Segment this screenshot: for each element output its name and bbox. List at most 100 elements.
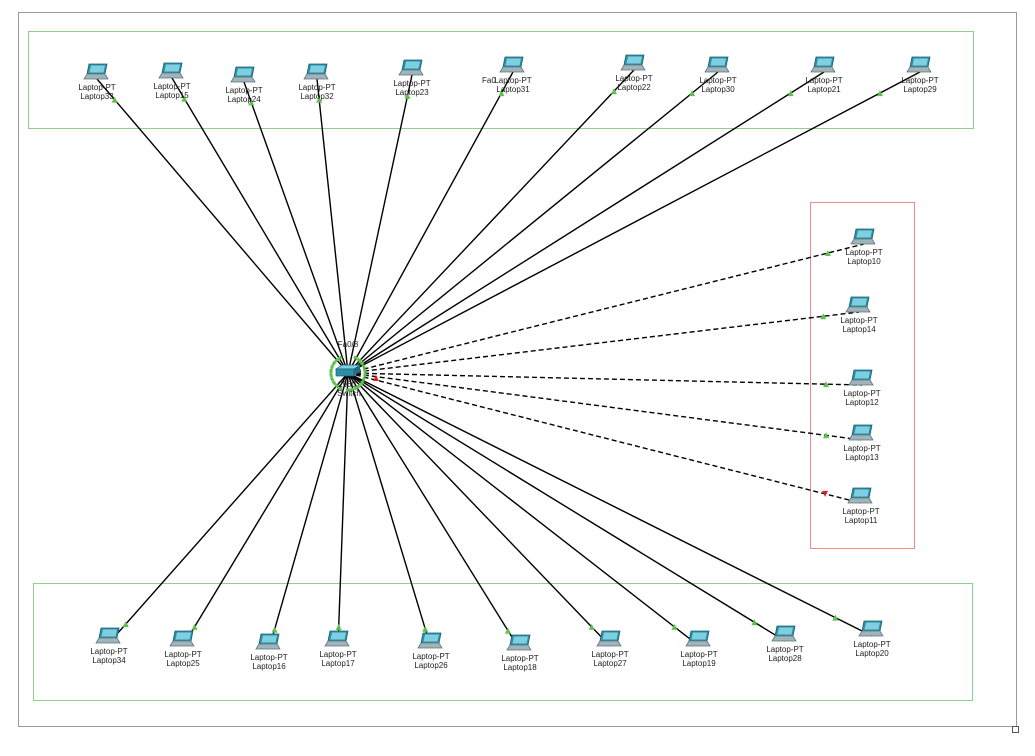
resize-handle[interactable] bbox=[1012, 726, 1019, 733]
device-laptop27[interactable] bbox=[596, 630, 622, 647]
device-laptop20[interactable] bbox=[858, 620, 884, 637]
link-status-laptop22 bbox=[610, 88, 617, 95]
link-laptop15[interactable] bbox=[171, 77, 349, 374]
device-laptop15[interactable] bbox=[158, 62, 184, 79]
switch-port-status bbox=[334, 383, 340, 389]
device-laptop10[interactable] bbox=[850, 228, 876, 245]
link-laptop13[interactable] bbox=[347, 372, 863, 441]
nodes-layer: Laptop-PTLaptop33Laptop-PTLaptop15Laptop… bbox=[78, 54, 939, 672]
device-laptop23[interactable] bbox=[398, 59, 424, 76]
link-laptop26[interactable] bbox=[347, 372, 432, 649]
link-laptop32[interactable] bbox=[316, 78, 349, 374]
link-status-laptop29 bbox=[876, 90, 883, 97]
switch-icon bbox=[334, 364, 362, 377]
device-type-label: Laptop-PT bbox=[843, 389, 880, 398]
link-laptop30[interactable] bbox=[347, 71, 719, 374]
switch-port-status bbox=[329, 376, 335, 382]
device-type-label: Laptop-PT bbox=[615, 74, 652, 83]
link-status-laptop33 bbox=[111, 96, 118, 103]
wireless-laptop-area[interactable] bbox=[810, 202, 915, 549]
link-status-laptop28 bbox=[751, 619, 758, 626]
link-laptop25[interactable] bbox=[182, 372, 349, 647]
device-laptop16[interactable] bbox=[255, 633, 281, 650]
link-status-laptop31 bbox=[498, 90, 505, 97]
laptop-icon bbox=[417, 632, 443, 649]
device-laptop30[interactable] bbox=[704, 56, 730, 73]
laptop-icon bbox=[685, 630, 711, 647]
switch-port-status bbox=[331, 380, 337, 386]
device-laptop29[interactable] bbox=[906, 56, 932, 73]
device-type-label: Laptop-PT bbox=[843, 444, 880, 453]
link-laptop22[interactable] bbox=[347, 69, 635, 374]
device-name-label: Laptop26 bbox=[414, 661, 448, 670]
device-name-label: Laptop15 bbox=[155, 91, 189, 100]
switch-port-status bbox=[361, 364, 367, 370]
link-laptop10[interactable] bbox=[347, 243, 865, 374]
device-laptop19[interactable] bbox=[685, 630, 711, 647]
link-laptop34[interactable] bbox=[108, 372, 349, 644]
port-label: Fa0 bbox=[482, 76, 496, 85]
link-laptop23[interactable] bbox=[347, 74, 413, 374]
device-type-label: Laptop-PT bbox=[680, 650, 717, 659]
device-name-label: Laptop28 bbox=[768, 654, 802, 663]
canvas-border bbox=[18, 12, 1017, 727]
device-laptop21[interactable] bbox=[810, 56, 836, 73]
switch-port-status bbox=[359, 360, 365, 366]
device-laptop13[interactable] bbox=[848, 424, 874, 441]
device-laptop12[interactable] bbox=[848, 369, 874, 386]
device-laptop26[interactable] bbox=[417, 632, 443, 649]
link-laptop24[interactable] bbox=[243, 81, 349, 374]
switch-2960[interactable] bbox=[334, 364, 362, 377]
device-type-label: Laptop-PT bbox=[501, 654, 538, 663]
device-laptop17[interactable] bbox=[324, 630, 350, 647]
link-status-laptop24 bbox=[248, 99, 255, 106]
device-name-label: Laptop27 bbox=[593, 659, 627, 668]
link-laptop18[interactable] bbox=[347, 372, 521, 651]
link-status-laptop32 bbox=[316, 96, 323, 103]
device-laptop14[interactable] bbox=[845, 296, 871, 313]
device-name-label: Laptop25 bbox=[166, 659, 200, 668]
switch-port-status bbox=[356, 383, 362, 389]
switch-port-status bbox=[337, 355, 343, 361]
link-laptop31[interactable] bbox=[347, 71, 514, 374]
bottom-laptop-area[interactable] bbox=[33, 583, 973, 701]
link-laptop19[interactable] bbox=[347, 372, 700, 647]
device-laptop22[interactable] bbox=[620, 54, 646, 71]
device-laptop24[interactable] bbox=[230, 66, 256, 83]
switch-port-status bbox=[359, 380, 365, 386]
device-laptop18[interactable] bbox=[506, 634, 532, 651]
link-laptop11[interactable] bbox=[347, 372, 862, 504]
link-laptop33[interactable] bbox=[96, 78, 349, 374]
link-laptop16[interactable] bbox=[268, 372, 349, 650]
device-laptop25[interactable] bbox=[169, 630, 195, 647]
link-status-laptop15 bbox=[181, 95, 188, 102]
device-laptop34[interactable] bbox=[95, 627, 121, 644]
device-name-label: Laptop18 bbox=[503, 663, 537, 672]
device-type-label: Laptop-PT bbox=[319, 650, 356, 659]
top-laptop-area[interactable] bbox=[28, 31, 974, 129]
device-type-label: Laptop-PT bbox=[494, 76, 531, 85]
link-status-laptop21 bbox=[787, 90, 794, 97]
laptop-icon bbox=[230, 66, 256, 83]
device-laptop32[interactable] bbox=[303, 63, 329, 80]
link-laptop29[interactable] bbox=[347, 71, 921, 374]
link-laptop12[interactable] bbox=[347, 372, 863, 386]
device-name-label: Laptop17 bbox=[321, 659, 355, 668]
link-laptop20[interactable] bbox=[347, 372, 873, 637]
device-laptop31[interactable] bbox=[499, 56, 525, 73]
laptop-icon bbox=[848, 369, 874, 386]
device-name-label: Laptop34 bbox=[92, 656, 126, 665]
device-name-label: Laptop24 bbox=[227, 95, 261, 104]
link-laptop17[interactable] bbox=[337, 372, 349, 647]
device-laptop28[interactable] bbox=[771, 625, 797, 642]
device-laptop11[interactable] bbox=[847, 487, 873, 504]
device-laptop33[interactable] bbox=[83, 63, 109, 80]
link-status-laptop26 bbox=[422, 625, 429, 632]
laptop-icon bbox=[906, 56, 932, 73]
link-laptop14[interactable] bbox=[347, 311, 860, 374]
switch-port-status bbox=[353, 385, 359, 391]
link-laptop27[interactable] bbox=[347, 372, 611, 647]
link-laptop21[interactable] bbox=[347, 71, 825, 374]
link-laptop28[interactable] bbox=[347, 372, 786, 642]
